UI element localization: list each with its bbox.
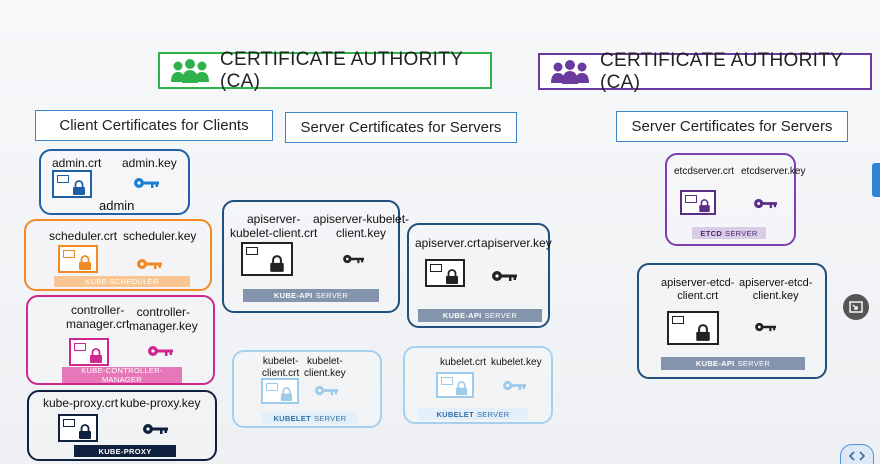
certificate-icon — [680, 190, 716, 215]
key-icon — [503, 380, 527, 391]
lock-icon — [455, 381, 468, 395]
lock-icon — [699, 199, 710, 213]
ca-title-right: CERTIFICATE AUTHORITY (CA) — [600, 49, 843, 93]
kubelet-key-label: kubelet.key — [491, 357, 542, 368]
certificate-icon — [436, 372, 474, 398]
section-server-certificates-right: Server Certificates for Servers — [616, 111, 848, 142]
certificate-icon — [58, 414, 98, 442]
controller-manager-crt-label: controller- manager.crt — [66, 303, 130, 331]
apiserver-crt-label: apiserver.crt — [415, 236, 481, 250]
kubelet-crt-label: kubelet.crt — [440, 357, 487, 368]
certificate-icon — [261, 378, 299, 404]
ca-title-left: CERTIFICATE AUTHORITY (CA) — [220, 48, 463, 92]
kube-proxy-crt-label: kube-proxy.crt — [43, 396, 119, 410]
etcdserver-crt-label: etcdserver.crt — [674, 166, 735, 177]
certificate-icon — [241, 242, 293, 276]
lock-icon — [696, 324, 710, 341]
section-client-certificates: Client Certificates for Clients — [35, 110, 273, 141]
certificate-icon — [425, 259, 465, 287]
key-icon — [148, 345, 174, 357]
picture-in-picture-button[interactable] — [843, 294, 869, 320]
key-icon — [134, 177, 160, 189]
people-group-icon — [171, 58, 209, 83]
certificate-icon — [69, 338, 109, 366]
admin-crt-label: admin.crt — [52, 156, 102, 170]
admin-name-label: admin — [99, 198, 135, 213]
people-group-icon — [551, 59, 589, 84]
kubelet-client-key-label: kubelet- client.key — [304, 356, 346, 379]
etcdserver-key-label: etcdserver.key — [741, 166, 806, 177]
apiserver-key-label: apiserver.key — [481, 236, 552, 250]
lock-icon — [73, 180, 85, 195]
section-server-certificates-left: Server Certificates for Servers — [285, 112, 517, 143]
controller-manager-key-label: controller- manager.key — [129, 305, 198, 333]
key-icon — [343, 254, 365, 264]
key-icon — [492, 270, 518, 282]
kube-controller-manager-tag: KUBE-CONTROLLER- MANAGER — [62, 366, 182, 384]
certificate-icon — [52, 170, 92, 198]
ca-header-left: CERTIFICATE AUTHORITY (CA) — [158, 49, 492, 92]
lock-icon — [270, 255, 284, 272]
side-panel-tab[interactable] — [872, 163, 880, 197]
apiserver-kubelet-client-crt-label: apiserver- kubelet-client.crt — [230, 212, 318, 240]
code-badge[interactable] — [840, 444, 874, 464]
key-icon — [137, 258, 163, 270]
apiserver-etcd-client-key-label: apiserver-etcd- client.key — [739, 277, 813, 302]
key-icon — [754, 198, 778, 209]
picture-in-picture-icon — [849, 301, 863, 313]
lock-icon — [280, 387, 293, 401]
certificate-icon — [667, 311, 719, 345]
scheduler-key-label: scheduler.key — [123, 229, 197, 243]
kubelet-client-crt-label: kubelet- client.crt — [262, 356, 300, 379]
apiserver-kubelet-client-key-label: apiserver-kubelet- client.key — [313, 212, 410, 240]
kube-proxy-tag: KUBE-PROXY — [74, 445, 176, 457]
lock-icon — [79, 255, 91, 270]
kube-proxy-key-label: kube-proxy.key — [120, 396, 201, 410]
certificate-icon — [58, 245, 98, 273]
key-icon — [755, 322, 777, 332]
key-icon — [143, 423, 169, 435]
code-icon — [849, 451, 865, 461]
scheduler-crt-label: scheduler.crt — [49, 229, 118, 243]
lock-icon — [79, 424, 91, 439]
lock-icon — [90, 348, 102, 363]
admin-key-label: admin.key — [122, 156, 177, 170]
ca-header-right: CERTIFICATE AUTHORITY (CA) — [538, 50, 872, 93]
key-icon — [315, 385, 339, 396]
apiserver-etcd-client-crt-label: apiserver-etcd- client.crt — [661, 277, 735, 302]
lock-icon — [446, 269, 458, 284]
kube-scheduler-tag: KUBE-SCHEDULER — [54, 276, 190, 287]
